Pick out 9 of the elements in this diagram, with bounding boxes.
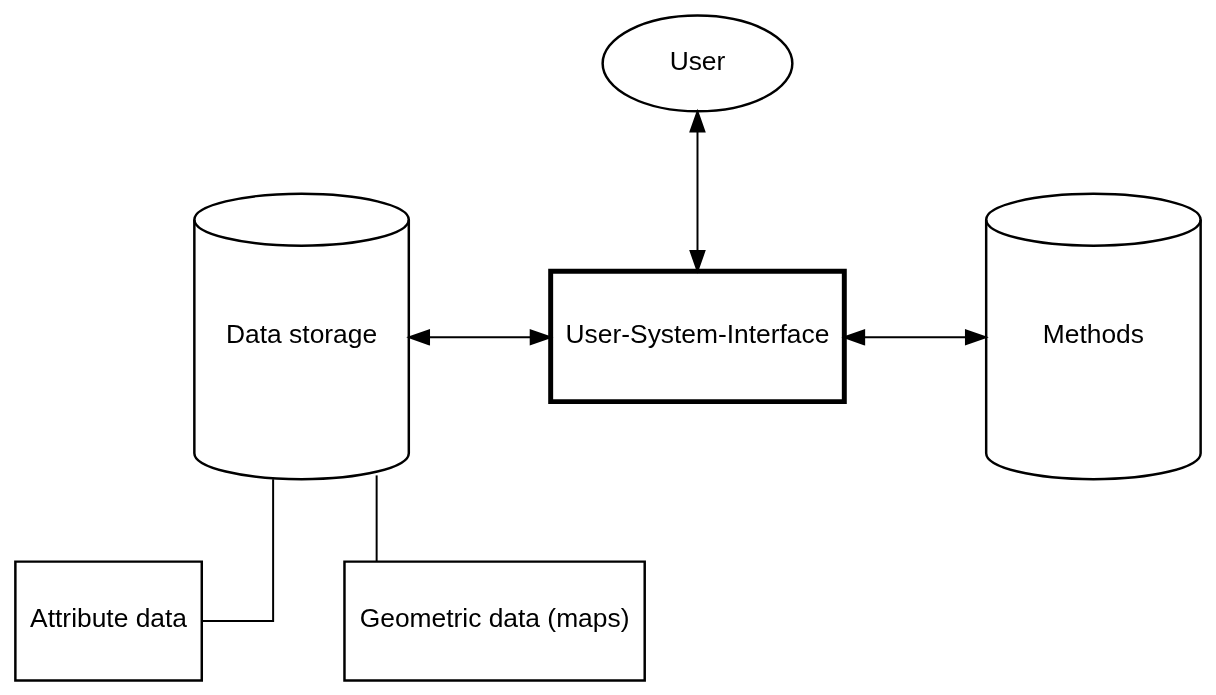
connector — [200, 477, 275, 622]
node-box: Geometric data (maps) — [343, 559, 646, 682]
arrow — [406, 328, 554, 346]
connector — [375, 473, 378, 562]
node-box: User-System-Interface — [548, 268, 847, 404]
arrow — [689, 108, 706, 274]
node-box: Attribute data — [14, 559, 203, 682]
node-ellipse: User — [601, 13, 794, 112]
arrow — [841, 328, 989, 346]
